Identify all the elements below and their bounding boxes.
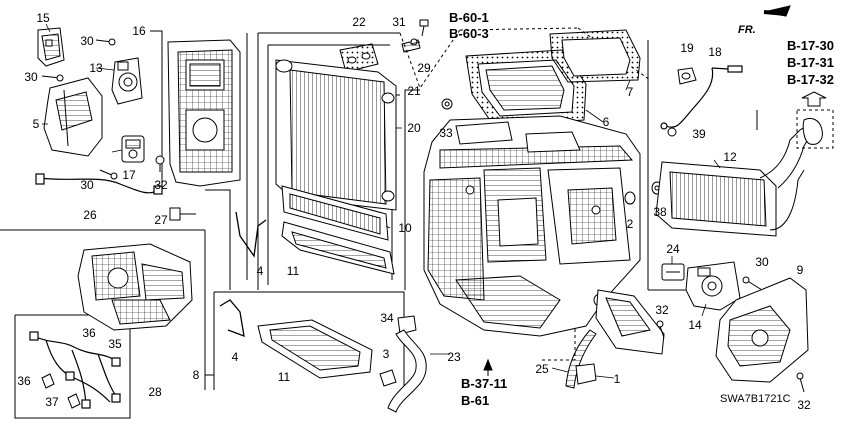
callout-15[interactable]: 15 — [36, 11, 50, 25]
callout-1[interactable]: 1 — [613, 372, 621, 386]
callout-4-b[interactable]: 4 — [231, 350, 239, 364]
ref-b-37-11[interactable]: B-37-11 — [461, 376, 508, 391]
callout-13[interactable]: 13 — [89, 61, 103, 75]
callout-29[interactable]: 29 — [417, 61, 431, 75]
callout-26[interactable]: 26 — [83, 208, 97, 222]
ref-b-61[interactable]: B-61 — [461, 393, 490, 408]
callout-3[interactable]: 3 — [382, 347, 390, 361]
callout-2[interactable]: 2 — [626, 217, 634, 231]
callout-36-b[interactable]: 36 — [17, 374, 31, 388]
callout-12[interactable]: 12 — [723, 150, 737, 164]
callout-20[interactable]: 20 — [407, 121, 421, 135]
callout-38[interactable]: 38 — [653, 205, 667, 219]
callout-34[interactable]: 34 — [380, 311, 394, 325]
callout-14[interactable]: 14 — [688, 318, 702, 332]
callout-30-c[interactable]: 30 — [80, 178, 94, 192]
callout-11-a[interactable]: 11 — [286, 264, 300, 278]
callout-39[interactable]: 39 — [692, 127, 706, 141]
callout-18[interactable]: 18 — [708, 45, 722, 59]
callout-32-a[interactable]: 32 — [154, 178, 168, 192]
ref-b-17-32[interactable]: B-17-32 — [787, 72, 834, 87]
ref-b-60-3[interactable]: B-60-3 — [449, 26, 489, 41]
ref-b-60-1[interactable]: B-60-1 — [449, 10, 489, 25]
callout-5[interactable]: 5 — [32, 117, 40, 131]
callout-11-b[interactable]: 11 — [277, 370, 291, 384]
diagram-code: SWA7B1721C — [720, 393, 791, 405]
callout-27[interactable]: 27 — [154, 213, 168, 227]
callout-35[interactable]: 35 — [108, 337, 122, 351]
ref-b-17-31[interactable]: B-17-31 — [787, 55, 834, 70]
callout-8[interactable]: 8 — [192, 368, 200, 382]
callout-9[interactable]: 9 — [796, 263, 804, 277]
front-direction-label: FR. — [738, 24, 756, 36]
callout-24[interactable]: 24 — [666, 242, 680, 256]
callout-30-b[interactable]: 30 — [24, 70, 38, 84]
ref-b-17-30[interactable]: B-17-30 — [787, 38, 834, 53]
callout-7[interactable]: 7 — [626, 85, 634, 99]
frame-16 — [150, 30, 163, 186]
callout-25[interactable]: 25 — [535, 362, 549, 376]
callout-22[interactable]: 22 — [352, 15, 366, 29]
callout-16[interactable]: 16 — [132, 24, 146, 38]
callout-21[interactable]: 21 — [407, 84, 421, 98]
callout-37[interactable]: 37 — [45, 395, 59, 409]
callout-32-b[interactable]: 32 — [655, 303, 669, 317]
callout-6[interactable]: 6 — [602, 115, 610, 129]
callout-10[interactable]: 10 — [398, 221, 412, 235]
callout-30-d[interactable]: 30 — [755, 255, 769, 269]
callout-19[interactable]: 19 — [680, 41, 694, 55]
callout-36-a[interactable]: 36 — [82, 326, 96, 340]
callout-31[interactable]: 31 — [392, 15, 406, 29]
callout-23[interactable]: 23 — [447, 350, 461, 364]
callout-17[interactable]: 17 — [122, 168, 136, 182]
callout-30-a[interactable]: 30 — [80, 34, 94, 48]
callout-32-c[interactable]: 32 — [797, 398, 811, 412]
callout-4-a[interactable]: 4 — [256, 264, 264, 278]
callout-28[interactable]: 28 — [148, 385, 162, 399]
callout-33[interactable]: 33 — [439, 126, 453, 140]
